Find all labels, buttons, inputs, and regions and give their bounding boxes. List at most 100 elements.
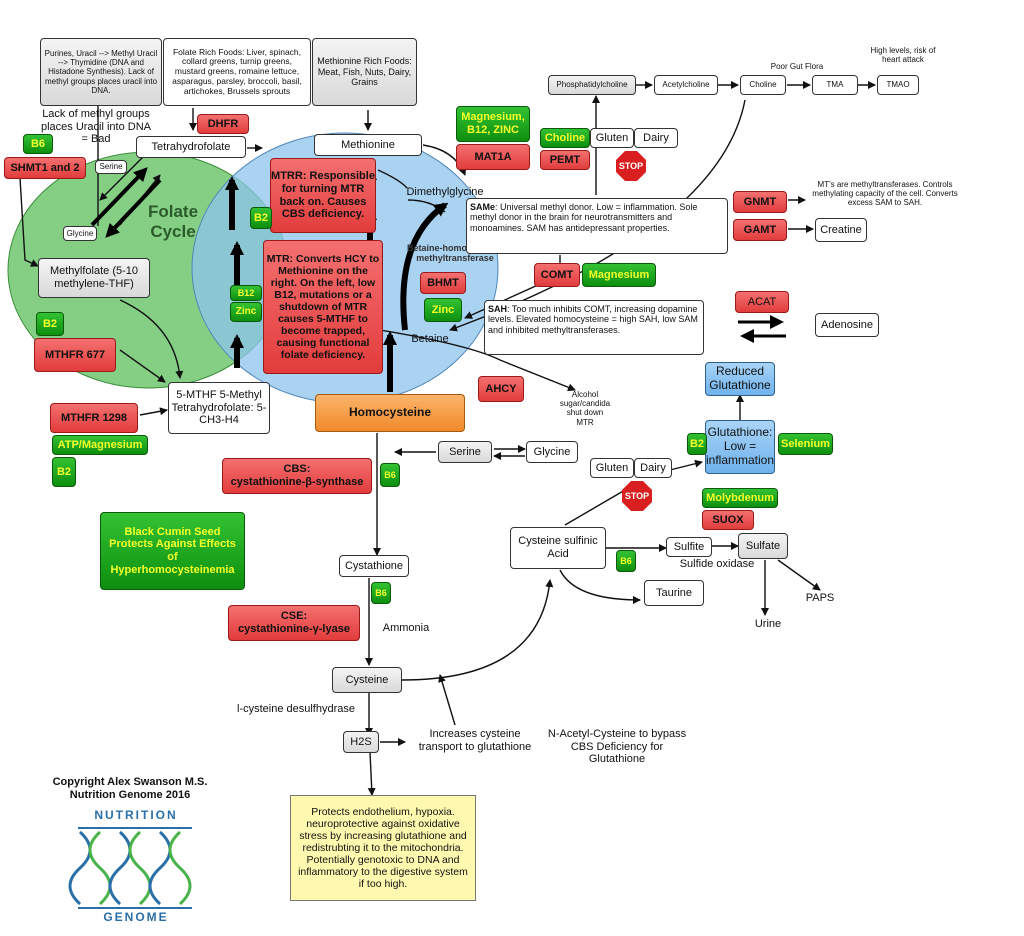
arrow-csa-glutathione xyxy=(564,489,626,526)
zinc-cofactor-bhmt: Zinc xyxy=(424,298,462,322)
glycine-node: Glycine xyxy=(526,441,578,463)
paps-label: PAPS xyxy=(805,592,835,604)
b2-cofactor-mtrr: B2 xyxy=(250,207,272,229)
mat1a-enzyme: MAT1A xyxy=(456,144,530,170)
arrow-csa-taurine xyxy=(559,569,641,604)
arrow-alcohol xyxy=(499,359,576,392)
logo-text-bottom: GENOME xyxy=(103,910,169,924)
folate-foods-note: Folate Rich Foods: Liver, spinach, colla… xyxy=(163,38,311,106)
glycine-small-node: Glycine xyxy=(63,226,97,241)
taurine-node: Taurine xyxy=(644,580,704,606)
arrow-mthfr1298 xyxy=(139,407,168,416)
arrow-nac-up xyxy=(438,674,456,726)
cystathione-node: Cystathione xyxy=(339,555,409,577)
zinc-cofactor-mtr: Zinc xyxy=(230,302,262,322)
shmt-enzyme: SHMT1 and 2 xyxy=(4,157,86,179)
b6-cofactor-cse: B6 xyxy=(371,582,391,604)
cse-enzyme: CSE: cystathionine-γ-lyase xyxy=(228,605,360,641)
dimethylglycine-label: Dimethylglycine xyxy=(406,186,484,198)
acat-enzyme: ACAT xyxy=(735,291,789,313)
copyright-label: Copyright Alex Swanson M.S. Nutrition Ge… xyxy=(52,776,208,801)
h2s-effects-note: Protects endothelium, hypoxia. neuroprot… xyxy=(290,795,476,901)
sulfate-node: Sulfate xyxy=(738,533,788,559)
stop-sign-1: STOP xyxy=(616,151,646,181)
b2-cofactor-mthfr: B2 xyxy=(36,312,64,336)
tmao-node: TMAO xyxy=(877,75,919,95)
b2-cofactor-1298: B2 xyxy=(52,457,76,487)
logo-text-top: NUTRITION xyxy=(94,808,178,822)
mthfr677-enzyme: MTHFR 677 xyxy=(34,338,116,372)
line-sah-to-hcy xyxy=(379,329,501,361)
folate-arrow-a xyxy=(90,167,148,227)
increases-cysteine-label: Increases cysteine transport to glutathi… xyxy=(418,728,532,753)
folate-cycle-title: Folate Cycle xyxy=(147,202,199,241)
tma-node: TMA xyxy=(812,75,858,95)
poor-gut-flora-label: Poor Gut Flora xyxy=(770,62,824,71)
arrow-shmt xyxy=(19,177,39,267)
methylfolate-node: Methylfolate (5-10 methylene-THF) xyxy=(38,258,150,298)
atp-magnesium-cofactor: ATP/Magnesium xyxy=(52,435,148,455)
dairy-node-1: Dairy xyxy=(634,128,678,148)
stop-sign-2: STOP xyxy=(622,481,652,511)
b12-cofactor: B12 xyxy=(230,285,262,301)
choline-metabolite-node: Choline xyxy=(740,75,786,95)
b2-cofactor-glutathione: B2 xyxy=(687,433,707,455)
purines-note: Purines, Uracil --> Methyl Uracil --> Th… xyxy=(40,38,162,106)
bhmt-enzyme: BHMT xyxy=(420,272,466,294)
arrow-glutenDairy-glut xyxy=(669,459,703,471)
homocysteine-node: Homocysteine xyxy=(315,394,465,432)
adenosine-node: Adenosine xyxy=(815,313,879,337)
lack-methyl-note: Lack of methyl groups places Uracil into… xyxy=(40,108,152,146)
gluten-node-2: Gluten xyxy=(590,458,634,478)
sulfite-node: Sulfite xyxy=(666,537,712,557)
betaine-label: Betaine xyxy=(411,333,449,345)
ahcy-enzyme: AHCY xyxy=(478,376,524,402)
mg-b12-zinc-cofactor: Magnesium, B12, ZINC xyxy=(456,106,530,142)
desulfhydrase-label: l-cysteine desulfhydrase xyxy=(236,703,355,715)
arrow-to-dmg xyxy=(377,169,408,189)
arrow-mthfr677 xyxy=(119,349,166,383)
selenium-cofactor: Selenium xyxy=(778,433,833,455)
serine-node: Serine xyxy=(438,441,492,463)
creatine-node: Creatine xyxy=(815,218,867,242)
same-note: SAMe: Universal methyl donor. Low = infl… xyxy=(466,198,728,254)
molybdenum-cofactor: Molybdenum xyxy=(702,488,778,508)
pemt-enzyme: PEMT xyxy=(540,150,590,170)
bold-arrow-bhmt xyxy=(400,202,449,331)
gnmt-enzyme: GNMT xyxy=(733,191,787,213)
urine-label: Urine xyxy=(754,618,782,630)
mthf-node: 5-MTHF 5-Methyl Tetrahydrofolate: 5-CH3-… xyxy=(168,382,270,434)
serine-small-node: Serine xyxy=(95,160,127,174)
line-methionine-to-same xyxy=(422,144,467,176)
arrow-h2s-note xyxy=(367,751,376,796)
ammonia-label: Ammonia xyxy=(382,622,430,634)
nac-label: N-Acetyl-Cysteine to bypass CBS Deficien… xyxy=(547,728,687,766)
dairy-node-2: Dairy xyxy=(634,458,672,478)
methionine-foods-note: Methionine Rich Foods: Meat, Fish, Nuts,… xyxy=(312,38,417,106)
folate-arrow-b xyxy=(105,178,162,238)
h2s-node: H2S xyxy=(343,731,379,753)
methionine-node: Methionine xyxy=(314,134,422,156)
b6-cofactor-sulfite: B6 xyxy=(616,550,636,572)
arrow-cysteine-csa xyxy=(401,579,554,681)
sulfide-oxidase-label: Sulfide oxidase xyxy=(679,558,755,570)
dhfr-enzyme: DHFR xyxy=(197,114,249,134)
reduced-glutathione-node: Reduced Glutathione xyxy=(705,362,775,396)
arrow-methylfolate-5mthf xyxy=(119,299,184,379)
cysteine-sulfinic-node: Cysteine sulfinic Acid xyxy=(510,527,606,569)
cbs-enzyme: CBS: cystathionine-β-synthase xyxy=(222,458,372,494)
mtrr-enzyme: MTRR: Responsible for turning MTR back o… xyxy=(270,158,376,233)
arrow-sulfate-paps xyxy=(777,559,821,591)
sah-note: SAH: Too much inhibits COMT, increasing … xyxy=(484,300,704,355)
choline-cofactor: Choline xyxy=(540,128,590,148)
mtr-enzyme: MTR: Converts HCY to Methionine on the r… xyxy=(263,240,383,374)
b6-cofactor-cbs: B6 xyxy=(380,463,400,487)
mt-note: MT's are methyltransferases. Controls me… xyxy=(812,180,958,208)
arrow-thf-to-methylfolate xyxy=(99,149,151,201)
acetylcholine-node: Acetylcholine xyxy=(654,75,718,95)
betaine-hom-label: Betaine-homocysteine methyltransferase xyxy=(406,243,504,264)
cysteine-node: Cysteine xyxy=(332,667,402,693)
mthfr1298-enzyme: MTHFR 1298 xyxy=(50,403,138,433)
dna-logo-graphic xyxy=(68,827,192,909)
tetrahydrofolate-node: Tetrahydrofolate xyxy=(136,136,246,158)
